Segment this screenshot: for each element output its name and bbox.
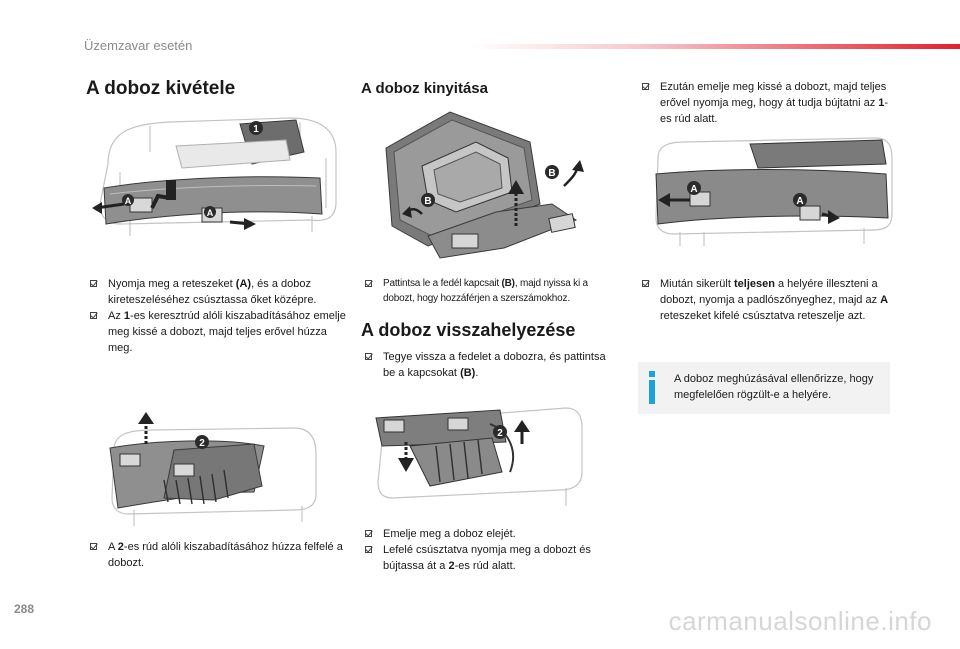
callout-a-label-2: A (207, 208, 214, 218)
checkbox-bullet-icon (365, 530, 372, 537)
step-item: Lefelé csúsztatva nyomja meg a dobozt és… (361, 542, 617, 574)
step-item: Nyomja meg a reteszeket (A), és a doboz … (86, 276, 346, 308)
callout-2-label: 2 (497, 428, 503, 439)
callout-1-label: 1 (253, 124, 259, 135)
heading-box-opening: A doboz kinyitása (361, 80, 488, 97)
illustration-open-lid-clips: B B (385, 111, 584, 259)
callout-a-label: A (125, 196, 132, 206)
step-item: Ezután emelje meg kissé a dobozt, majd t… (638, 79, 894, 127)
callout-b-label: B (424, 196, 431, 207)
step-item: Miután sikerült teljesen a helyére illes… (638, 276, 894, 324)
step-item: Az 1-es keresztrúd alóli kiszabadításáho… (86, 308, 346, 356)
page-number: 288 (14, 602, 35, 616)
steps-removal-b: A 2-es rúd alóli kiszabadításához húzza … (86, 539, 346, 571)
steps-refit-c: Ezután emelje meg kissé a dobozt, majd t… (638, 79, 894, 127)
header-accent-bar (470, 44, 960, 49)
heading-box-refit: A doboz visszahelyezése (361, 320, 576, 340)
callout-a-label-2: A (796, 196, 803, 207)
heading-box-removal: A doboz kivétele (86, 78, 236, 99)
steps-removal-a: Nyomja meg a reteszeket (A), és a doboz … (86, 276, 346, 356)
checkbox-bullet-icon (365, 546, 372, 553)
steps-refit-a: Tegye vissza a fedelet a dobozra, és pat… (361, 349, 617, 381)
step-item: Pattintsa le a fedél kapcsait (B), majd … (361, 276, 617, 306)
steps-opening: Pattintsa le a fedél kapcsait (B), majd … (361, 276, 617, 306)
steps-refit-b: Emelje meg a doboz elejét. Lefelé csúszt… (361, 526, 617, 574)
step-item: A 2-es rúd alóli kiszabadításához húzza … (86, 539, 346, 571)
checkbox-bullet-icon (90, 312, 97, 319)
callout-2-label: 2 (199, 438, 205, 449)
checkbox-bullet-icon (90, 280, 97, 287)
info-text: A doboz meghúzásával ellenőrizze, hogy m… (674, 373, 874, 401)
checkbox-bullet-icon (365, 353, 372, 360)
info-icon (648, 371, 656, 405)
steps-lock: Miután sikerült teljesen a helyére illes… (638, 276, 894, 324)
watermark: carmanualsonline.info (668, 606, 932, 636)
illustration-lift-under-rod-2: 2 (109, 412, 317, 526)
info-box: A doboz meghúzásával ellenőrizze, hogy m… (638, 362, 890, 414)
callout-a-label: A (690, 184, 697, 195)
checkbox-bullet-icon (642, 280, 649, 287)
illustration-release-latches: 1 A A (92, 117, 337, 236)
step-item: Tegye vissza a fedelet a dobozra, és pat… (361, 349, 617, 381)
section-label: Üzemzavar esetén (84, 38, 193, 53)
checkbox-bullet-icon (642, 83, 649, 90)
illustration-refit-under-rod-2: 2 (375, 407, 583, 506)
illustration-lock-latches: A A (655, 137, 893, 246)
step-item: Emelje meg a doboz elejét. (361, 526, 617, 542)
callout-b-label-2: B (548, 168, 555, 179)
checkbox-bullet-icon (90, 543, 97, 550)
checkbox-bullet-icon (365, 280, 372, 287)
callout-1-icon (249, 121, 263, 135)
